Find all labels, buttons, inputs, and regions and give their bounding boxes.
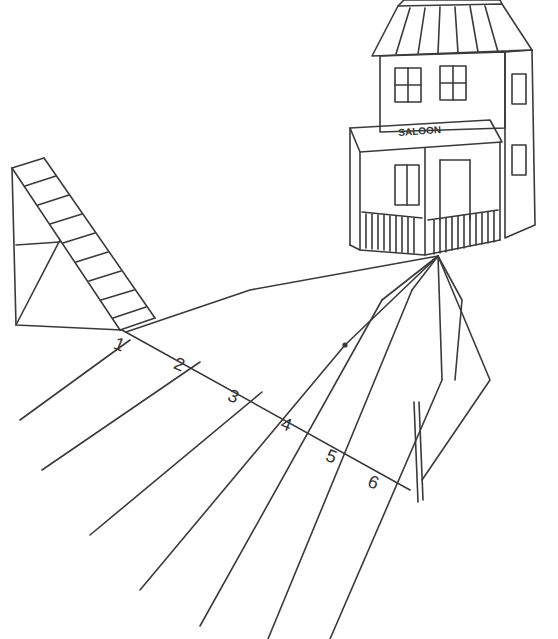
lane-number: 5 <box>323 446 339 466</box>
ladder <box>12 158 155 330</box>
saloon-building <box>350 0 535 255</box>
lane-number: 6 <box>365 472 381 492</box>
sign-text: SALOON <box>398 125 441 138</box>
track-lines <box>20 256 490 639</box>
start-line <box>122 330 423 502</box>
